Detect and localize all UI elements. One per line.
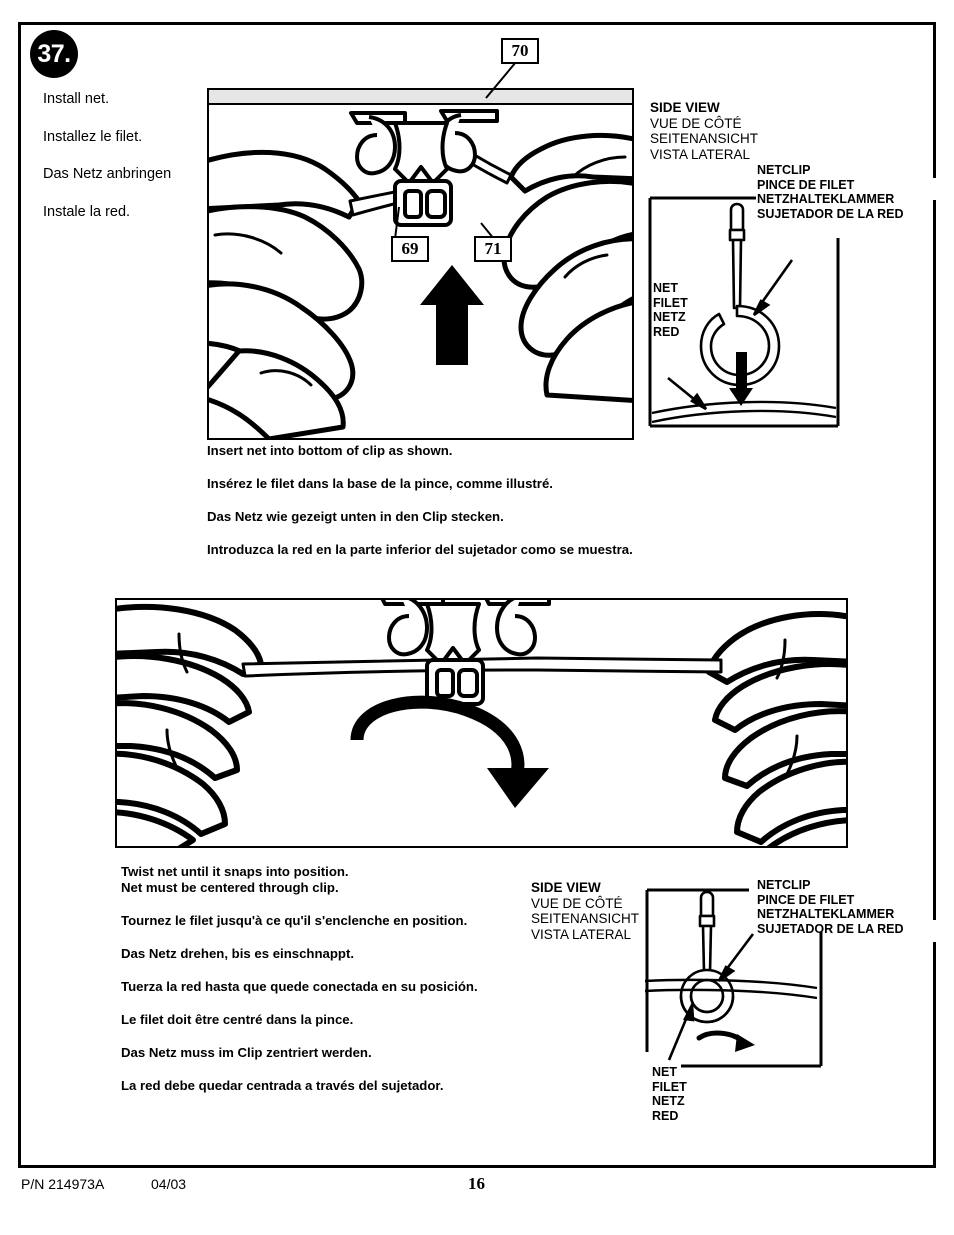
date-code: 04/03: [151, 1176, 187, 1192]
intro-instructions: Install net. Installez le filet. Das Net…: [43, 92, 203, 242]
insert-net-drawing: [209, 109, 632, 438]
caption-insert-en: Insert net into bottom of clip as shown.: [207, 443, 453, 458]
side-view-top-heading: SIDE VIEW VUE DE CÔTÉ SEITENANSICHT VIST…: [650, 100, 758, 162]
side-view-bottom-heading: SIDE VIEW VUE DE CÔTÉ SEITENANSICHT VIST…: [531, 880, 639, 942]
caption-twist-fr-2: Le filet doit être centré dans la pince.: [121, 1012, 354, 1027]
twist-net-drawing: [117, 600, 846, 846]
callout-70-label: 70: [511, 41, 529, 60]
callout-71-label: 71: [484, 239, 502, 258]
border-notch-top: [930, 178, 942, 200]
side-view-top-drawing: [648, 196, 840, 428]
caption-twist-fr-1: Tournez le filet jusqu'à ce qu'il s'encl…: [121, 913, 468, 928]
net-label-de: NETZ: [653, 310, 686, 324]
net2-label-de: NETZ: [652, 1094, 685, 1108]
net2-label-es: RED: [652, 1108, 679, 1123]
caption-twist-en-2: Net must be centered through clip.: [121, 880, 339, 895]
border-notch-bottom: [930, 920, 942, 942]
intro-line-es: Instale la red.: [43, 203, 131, 220]
twist-arrow-small: [696, 1030, 755, 1052]
net2-label-fr: FILET: [652, 1079, 687, 1094]
page-number: 16: [468, 1174, 485, 1193]
intro-line-en: Install net.: [43, 91, 110, 107]
side-view-bottom-title-de: SEITENANSICHT: [531, 911, 640, 926]
caption-twist-es-1: Tuerza la red hasta que quede conectada …: [121, 979, 478, 994]
net-label-fr: FILET: [653, 295, 688, 310]
insert-direction-arrow: [420, 265, 484, 365]
callout-70-leader: [485, 61, 517, 99]
illustration-twist-net: [115, 598, 848, 848]
side-view-top-net-label: NET FILET NETZ RED: [653, 281, 688, 339]
netclip-label-fr: PINCE DE FILET: [757, 177, 855, 192]
side-view-top-title-es: VISTA LATERAL: [650, 146, 751, 162]
caption-twist-es-2: La red debe quedar centrada a través del…: [121, 1078, 444, 1093]
side-view-top-title-fr: VUE DE CÔTÉ: [650, 115, 742, 131]
netclip2-label-de: NETZHALTEKLAMMER: [757, 907, 895, 921]
caption-twist-de-2: Das Netz muss im Clip zentriert werden.: [121, 1045, 372, 1060]
page-border: [18, 22, 936, 1168]
page-footer: P/N 214973A 04/03 16: [20, 1174, 936, 1198]
caption-twist-net: Twist net until it snaps into position. …: [121, 864, 478, 1111]
caption-insert-net: Insert net into bottom of clip as shown.…: [207, 443, 633, 575]
side-view-bottom-drawing: [645, 888, 823, 1068]
netclip2-label-en: NETCLIP: [757, 878, 811, 892]
side-view-top-title: SIDE VIEW: [650, 100, 720, 115]
side-view-bottom-title-fr: VUE DE CÔTÉ: [531, 895, 623, 911]
caption-insert-de: Das Netz wie gezeigt unten in den Clip s…: [207, 509, 504, 524]
part-number: P/N 214973A: [21, 1176, 105, 1192]
side-view-top-netclip-label: NETCLIP PINCE DE FILET NETZHALTEKLAMMER …: [757, 163, 904, 221]
caption-insert-es: Introduzca la red en la parte inferior d…: [207, 542, 633, 557]
side-view-bottom-title-es: VISTA LATERAL: [531, 926, 632, 942]
net-label-es: RED: [653, 324, 680, 339]
caption-insert-fr: Insérez le filet dans la base de la pinc…: [207, 476, 553, 491]
intro-line-fr: Installez le filet.: [43, 128, 143, 145]
side-view-top-title-de: SEITENANSICHT: [650, 131, 759, 146]
netclip-label-de: NETZHALTEKLAMMER: [757, 192, 895, 206]
netclip2-label-fr: PINCE DE FILET: [757, 892, 855, 907]
callout-70-rim: 70: [501, 38, 539, 64]
side-view-bottom-title: SIDE VIEW: [531, 880, 601, 895]
step-number-badge: 37.: [30, 30, 78, 78]
step-number-label: 37.: [37, 39, 71, 68]
callout-71-clip: 71: [474, 236, 512, 262]
callout-69-label: 69: [401, 239, 419, 258]
illustration-insert-net: [207, 103, 634, 440]
netclip2-label-es: SUJETADOR DE LA RED: [757, 921, 904, 936]
side-view-bottom-net-label: NET FILET NETZ RED: [652, 1065, 687, 1123]
netclip-label-en: NETCLIP: [757, 163, 811, 177]
intro-line-de: Das Netz anbringen: [43, 166, 172, 182]
caption-twist-en-1: Twist net until it snaps into position.: [121, 864, 349, 879]
side-view-bottom-netclip-label: NETCLIP PINCE DE FILET NETZHALTEKLAMMER …: [757, 878, 904, 936]
netclip-label-es: SUJETADOR DE LA RED: [757, 206, 904, 221]
callout-69-net: 69: [391, 236, 429, 262]
net2-label-en: NET: [652, 1065, 677, 1079]
twist-rotation-arrow: [350, 695, 549, 808]
caption-twist-de-1: Das Netz drehen, bis es einschnappt.: [121, 946, 355, 961]
net-label-en: NET: [653, 281, 678, 295]
